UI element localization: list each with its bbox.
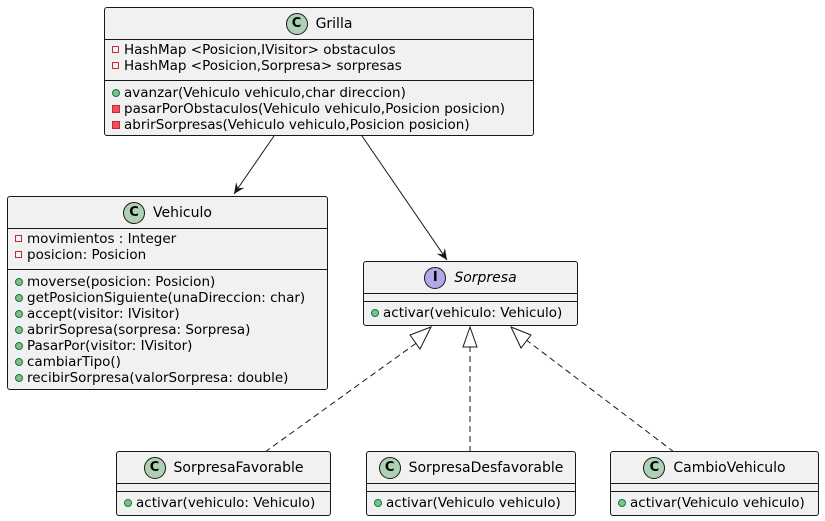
private-field-icon bbox=[111, 58, 122, 74]
public-method-icon bbox=[14, 370, 25, 386]
method-row: recibirSorpresa(valorSorpresa: double) bbox=[14, 370, 321, 386]
interface-stereotype-icon: I bbox=[424, 266, 447, 289]
method-row: moverse(posicion: Posicion) bbox=[14, 274, 321, 290]
class-name: Vehiculo bbox=[153, 204, 212, 221]
method-row: activar(vehiculo: Vehiculo) bbox=[123, 495, 324, 511]
class-cambio-vehiculo-methods: activar(Vehiculo vehiculo) bbox=[611, 492, 818, 513]
class-grilla-fields: HashMap <Posicion,IVisitor> obstaculos H… bbox=[105, 40, 533, 80]
public-method-icon bbox=[14, 274, 25, 290]
class-stereotype-icon: C bbox=[285, 12, 308, 35]
realization-favorable-sorpresa bbox=[264, 338, 423, 453]
private-method-icon bbox=[111, 117, 122, 133]
method-text: activar(vehiculo: Vehiculo) bbox=[383, 305, 563, 321]
method-text: moverse(posicion: Posicion) bbox=[27, 274, 216, 290]
class-grilla-methods: avanzar(Vehiculo vehiculo,char direccion… bbox=[105, 81, 533, 135]
field-row: posicion: Posicion bbox=[14, 247, 321, 263]
private-method-icon bbox=[111, 101, 122, 117]
interface-sorpresa[interactable]: I Sorpresa activar(vehiculo: Vehiculo) bbox=[363, 261, 578, 326]
method-row: cambiarTipo() bbox=[14, 354, 321, 370]
public-method-icon bbox=[14, 322, 25, 338]
class-vehiculo[interactable]: C Vehiculo movimientos : Integer posicio… bbox=[7, 196, 328, 390]
public-method-icon bbox=[373, 495, 384, 511]
method-text: abrirSorpresas(Vehiculo vehiculo,Posicio… bbox=[124, 117, 470, 133]
method-text: pasarPorObstaculos(Vehiculo vehiculo,Pos… bbox=[124, 101, 506, 117]
class-sorpresa-desfavorable-methods: activar(Vehiculo vehiculo) bbox=[367, 492, 575, 513]
method-text: activar(vehiculo: Vehiculo) bbox=[136, 495, 316, 511]
public-method-icon bbox=[111, 85, 122, 101]
method-row: abrirSopresa(sorpresa: Sorpresa) bbox=[14, 322, 321, 338]
class-name: CambioVehiculo bbox=[673, 459, 786, 476]
method-row: PasarPor(visitor: IVisitor) bbox=[14, 338, 321, 354]
field-row: HashMap <Posicion,Sorpresa> sorpresas bbox=[111, 58, 527, 74]
public-method-icon bbox=[617, 495, 628, 511]
class-name: Grilla bbox=[315, 15, 353, 32]
association-grilla-sorpresa bbox=[361, 135, 448, 261]
method-text: cambiarTipo() bbox=[27, 354, 121, 370]
class-sorpresa-favorable-header: C SorpresaFavorable bbox=[117, 452, 330, 483]
class-vehiculo-header: C Vehiculo bbox=[8, 197, 327, 228]
class-sorpresa-desfavorable[interactable]: C SorpresaDesfavorable activar(Vehiculo … bbox=[366, 451, 576, 516]
public-method-icon bbox=[14, 290, 25, 306]
method-text: avanzar(Vehiculo vehiculo,char direccion… bbox=[124, 85, 406, 101]
class-sorpresa-favorable-methods: activar(vehiculo: Vehiculo) bbox=[117, 492, 330, 513]
realization-cambio-sorpresa bbox=[524, 338, 675, 453]
field-row: HashMap <Posicion,IVisitor> obstaculos bbox=[111, 42, 527, 58]
class-sorpresa-desfavorable-header: C SorpresaDesfavorable bbox=[367, 452, 575, 483]
public-method-icon bbox=[370, 305, 381, 321]
class-stereotype-icon: C bbox=[643, 456, 666, 479]
method-row: activar(vehiculo: Vehiculo) bbox=[370, 305, 571, 321]
method-row: avanzar(Vehiculo vehiculo,char direccion… bbox=[111, 85, 527, 101]
method-row: activar(Vehiculo vehiculo) bbox=[373, 495, 569, 511]
field-text: posicion: Posicion bbox=[27, 247, 147, 263]
class-stereotype-icon: C bbox=[123, 201, 146, 224]
association-grilla-vehiculo bbox=[233, 135, 275, 195]
private-field-icon bbox=[14, 247, 25, 263]
method-text: activar(Vehiculo vehiculo) bbox=[630, 495, 805, 511]
method-text: abrirSopresa(sorpresa: Sorpresa) bbox=[27, 322, 251, 338]
class-name: SorpresaDesfavorable bbox=[408, 459, 564, 476]
class-cambio-vehiculo-header: C CambioVehiculo bbox=[611, 452, 818, 483]
class-grilla[interactable]: C Grilla HashMap <Posicion,IVisitor> obs… bbox=[104, 7, 534, 136]
method-row: getPosicionSiguiente(unaDireccion: char) bbox=[14, 290, 321, 306]
method-text: recibirSorpresa(valorSorpresa: double) bbox=[27, 370, 289, 386]
field-row: movimientos : Integer bbox=[14, 231, 321, 247]
method-row: accept(visitor: IVisitor) bbox=[14, 306, 321, 322]
class-vehiculo-methods: moverse(posicion: Posicion) getPosicionS… bbox=[8, 270, 327, 388]
method-row: pasarPorObstaculos(Vehiculo vehiculo,Pos… bbox=[111, 101, 527, 117]
realization-cambio-head bbox=[509, 326, 532, 349]
class-name: SorpresaFavorable bbox=[173, 459, 304, 476]
private-field-icon bbox=[111, 42, 122, 58]
class-stereotype-icon: C bbox=[143, 456, 166, 479]
class-vehiculo-fields: movimientos : Integer posicion: Posicion bbox=[8, 229, 327, 269]
class-stereotype-icon: C bbox=[378, 456, 401, 479]
realization-favorable-head bbox=[409, 326, 433, 350]
method-text: PasarPor(visitor: IVisitor) bbox=[27, 338, 193, 354]
interface-sorpresa-header: I Sorpresa bbox=[364, 262, 577, 293]
field-text: HashMap <Posicion,Sorpresa> sorpresas bbox=[124, 58, 402, 74]
public-method-icon bbox=[14, 306, 25, 322]
class-cambio-vehiculo[interactable]: C CambioVehiculo activar(Vehiculo vehicu… bbox=[610, 451, 819, 516]
public-method-icon bbox=[14, 338, 25, 354]
method-row: abrirSorpresas(Vehiculo vehiculo,Posicio… bbox=[111, 117, 527, 133]
method-text: activar(Vehiculo vehiculo) bbox=[386, 495, 561, 511]
field-text: movimientos : Integer bbox=[27, 231, 177, 247]
field-text: HashMap <Posicion,IVisitor> obstaculos bbox=[124, 42, 396, 58]
method-row: activar(Vehiculo vehiculo) bbox=[617, 495, 812, 511]
class-grilla-header: C Grilla bbox=[105, 8, 533, 39]
method-text: getPosicionSiguiente(unaDireccion: char) bbox=[27, 290, 306, 306]
realization-desfavorable-head bbox=[462, 325, 478, 348]
public-method-icon bbox=[14, 354, 25, 370]
interface-sorpresa-methods: activar(vehiculo: Vehiculo) bbox=[364, 302, 577, 323]
method-text: accept(visitor: IVisitor) bbox=[27, 306, 180, 322]
class-sorpresa-favorable[interactable]: C SorpresaFavorable activar(vehiculo: Ve… bbox=[116, 451, 331, 516]
private-field-icon bbox=[14, 231, 25, 247]
public-method-icon bbox=[123, 495, 134, 511]
interface-name: Sorpresa bbox=[454, 269, 517, 286]
